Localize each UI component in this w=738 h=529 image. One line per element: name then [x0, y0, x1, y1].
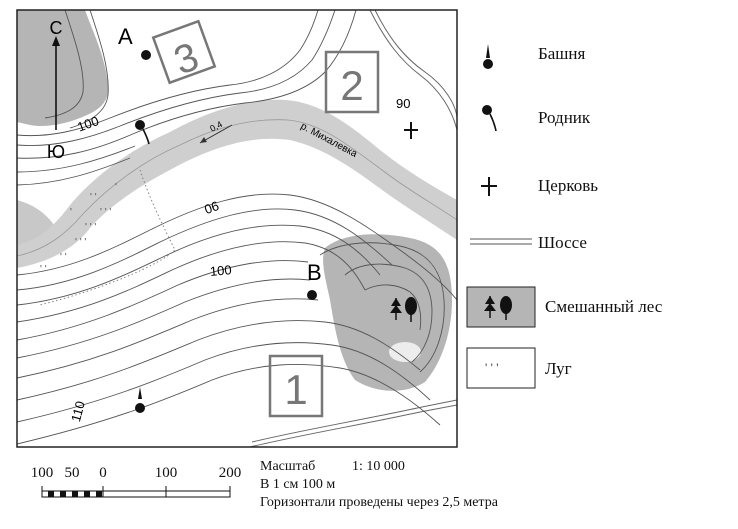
site-label-2: 2 — [340, 62, 363, 109]
scale-tick-0: 0 — [99, 465, 107, 481]
contour-label-110: 110 — [68, 399, 88, 423]
legend-item-church: Церковь — [481, 176, 598, 196]
south-letter: Ю — [47, 142, 65, 162]
svg-text:Смешанный лес: Смешанный лес — [545, 297, 663, 316]
svg-text:Луг: Луг — [545, 359, 572, 378]
contour-label-90-river: 90 — [202, 198, 221, 217]
point-label-a: А — [118, 24, 133, 49]
legend-item-tower: Башня — [483, 44, 585, 69]
svg-text:' ' ': ' ' ' — [85, 222, 96, 233]
scale-tick-100-left: 100 — [31, 465, 54, 481]
point-b-marker — [307, 290, 317, 300]
highway-road — [249, 10, 457, 447]
map-area: ' '' ' ' ' ' '' ' ' ' '' ' '' 3 2 1 100 … — [17, 10, 457, 447]
point-label-b: В — [307, 260, 322, 285]
svg-text:Башня: Башня — [538, 44, 585, 63]
legend-item-highway: Шоссе — [470, 233, 587, 252]
boundary-line — [39, 169, 176, 306]
forest-area-northwest — [17, 10, 109, 127]
church-icon — [481, 177, 497, 196]
site-box-1 — [268, 354, 324, 418]
legend-item-spring: Родник — [482, 105, 591, 132]
legend-item-mixed-forest: Смешанный лес — [466, 286, 663, 328]
svg-text:' ': ' ' — [90, 192, 97, 203]
legend-item-meadow: ' ' ' Луг — [466, 347, 572, 389]
scale-ratio: 1: 10 000 — [352, 459, 405, 474]
tower-icon — [135, 387, 145, 413]
scale-title: Масштаб — [260, 459, 315, 474]
meadow-icon: ' ' ' — [485, 361, 499, 375]
legend: Башня Родник Церковь Шоссе — [466, 44, 663, 389]
site-boxes — [151, 19, 380, 418]
highway-icon — [470, 238, 532, 245]
scale-bar: 100 50 0 100 200 — [31, 465, 242, 498]
scale-line-2: В 1 см 100 м — [260, 477, 335, 492]
tower-icon — [483, 44, 493, 69]
svg-text:': ' — [70, 207, 72, 218]
site-box-3 — [151, 19, 217, 85]
svg-text:Шоссе: Шоссе — [538, 233, 587, 252]
north-letter: С — [50, 18, 63, 38]
svg-text:Церковь: Церковь — [538, 176, 598, 195]
mixed-forest-icon — [390, 297, 417, 322]
church-icon — [404, 122, 418, 139]
scale-tick-200: 200 — [219, 465, 242, 481]
svg-text:' ': ' ' — [40, 264, 47, 275]
river-mikhalevka — [17, 99, 457, 268]
site-box-2 — [324, 50, 380, 114]
meadow-area: ' '' ' ' ' ' '' ' ' ' '' ' '' — [40, 182, 117, 275]
scale-tick-100: 100 — [155, 465, 178, 481]
point-a-marker — [141, 50, 151, 60]
svg-text:' ' ': ' ' ' — [75, 237, 86, 248]
north-arrow: С Ю — [47, 18, 65, 162]
svg-text:' ' ': ' ' ' — [100, 207, 111, 218]
scale-tick-50: 50 — [65, 465, 80, 481]
contour-lines — [17, 10, 457, 445]
site-label-1: 1 — [284, 366, 307, 413]
contour-label-90-east: 90 — [396, 96, 410, 111]
scale-line-3: Горизонтали проведены через 2,5 метра — [260, 495, 499, 510]
scale-info: Масштаб 1: 10 000 В 1 см 100 м Горизонта… — [260, 459, 499, 510]
svg-text:' ': ' ' — [60, 252, 67, 263]
mixed-forest-icon — [484, 296, 512, 320]
contour-label-100-north: 100 — [75, 113, 101, 135]
svg-text:Родник: Родник — [538, 108, 591, 127]
spring-icon — [135, 120, 150, 145]
lake — [389, 342, 421, 362]
contour-label-100-center: 100 — [209, 262, 232, 279]
spring-icon — [482, 105, 497, 132]
svg-text:': ' — [115, 182, 117, 193]
map-frame — [16, 9, 458, 448]
